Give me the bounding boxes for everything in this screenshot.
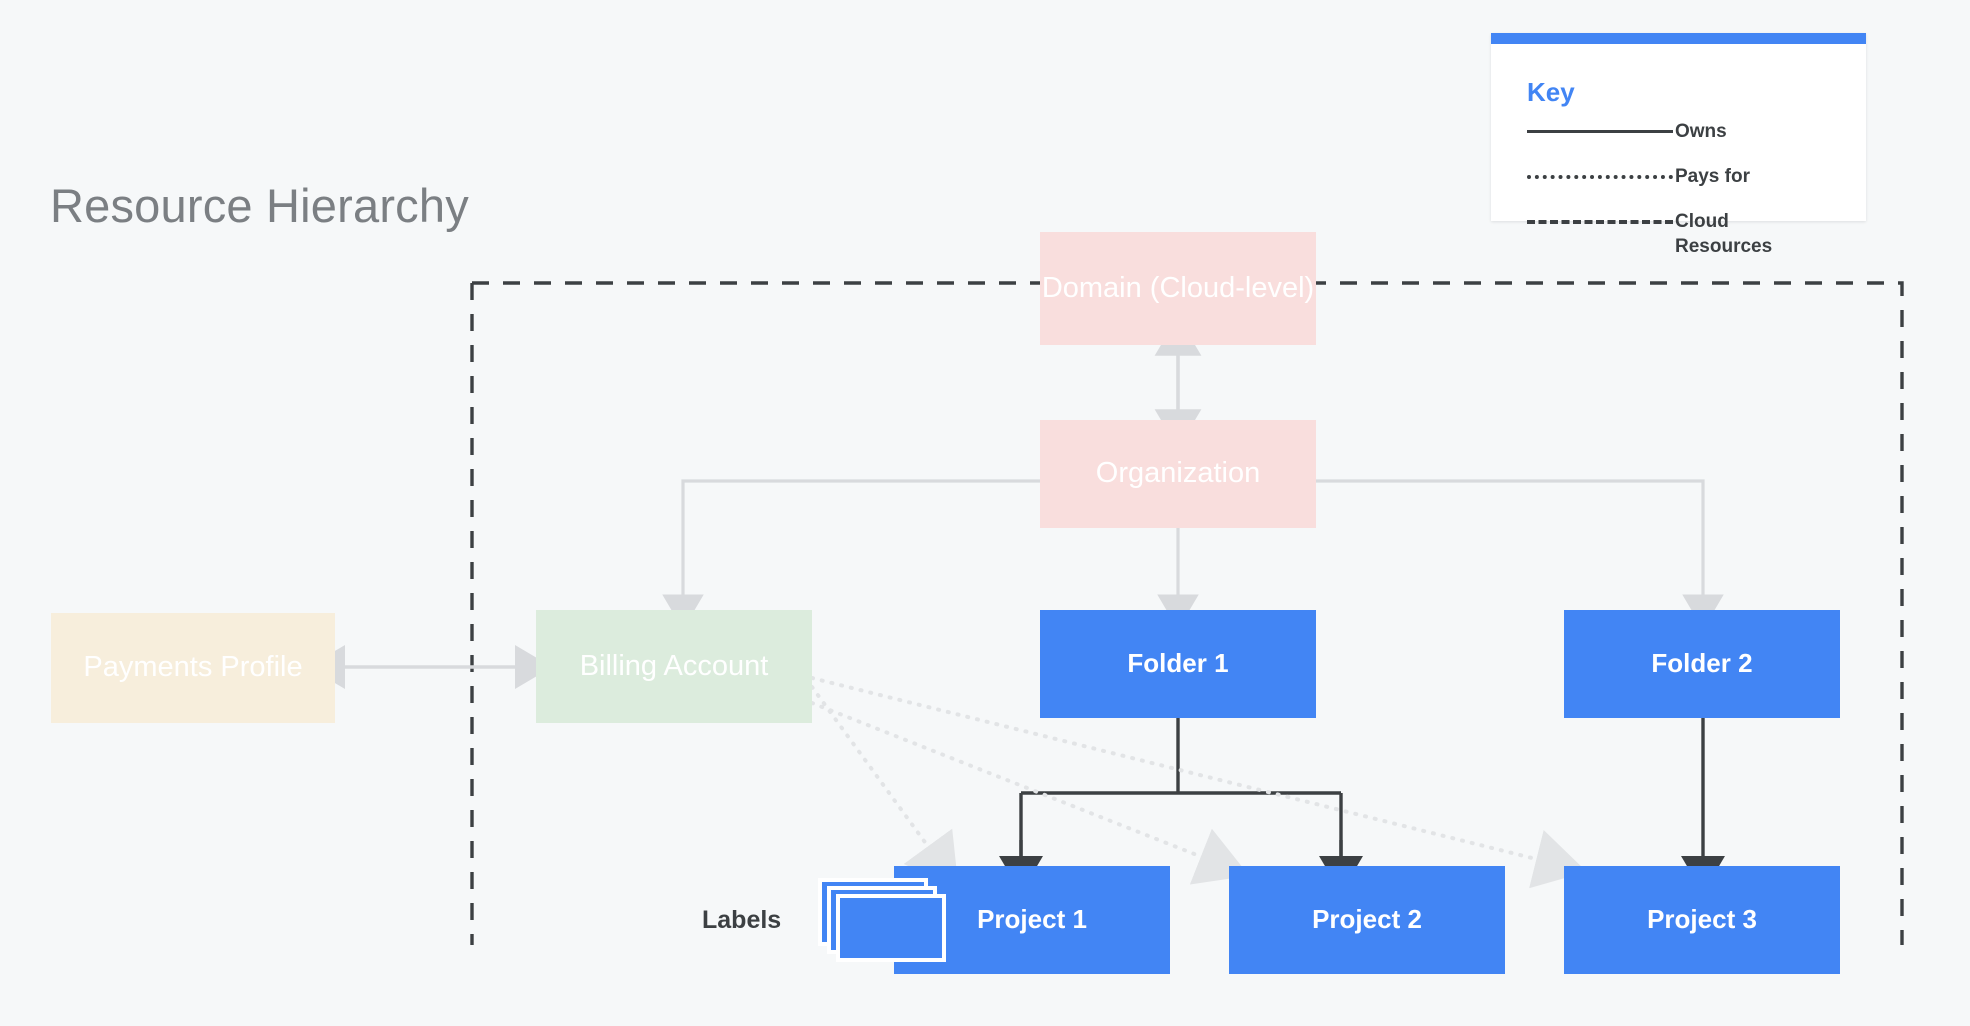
key-entry-list: Owns Pays for Cloud Resources — [1527, 119, 1847, 257]
solid-line-icon — [1527, 119, 1675, 141]
key-accent-bar — [1491, 33, 1866, 44]
edge-billing-project1 — [810, 685, 959, 889]
node-label: Payments Profile — [83, 651, 303, 684]
node-label: Project 3 — [1647, 904, 1757, 935]
node-organization[interactable]: Organization — [1040, 420, 1316, 528]
key-entry-owns: Owns — [1527, 119, 1847, 145]
dotted-line-icon — [1527, 164, 1675, 186]
node-label: Domain (Cloud-level) — [1041, 271, 1315, 304]
labels-annotation-label: Labels — [702, 906, 782, 934]
node-domain[interactable]: Domain (Cloud-level) — [1040, 232, 1316, 345]
stacked-card-front — [836, 894, 946, 962]
node-payments-profile[interactable]: Payments Profile — [51, 613, 335, 723]
node-label: Organization — [1095, 457, 1261, 490]
key-legend-card: Key Owns Pays for Cloud Resources — [1491, 33, 1866, 257]
node-folder-1[interactable]: Folder 1 — [1040, 610, 1316, 718]
node-label: Project 2 — [1312, 904, 1422, 935]
edge-folder1-projects-trunk — [1019, 718, 1343, 862]
node-label: Folder 2 — [1651, 648, 1753, 679]
stacked-cards-icon — [818, 878, 950, 962]
key-entry-label: Pays for — [1675, 166, 1750, 187]
key-entry-cloud-resources: Cloud Resources — [1527, 209, 1847, 257]
node-label: Billing Account — [579, 649, 769, 682]
node-project-3[interactable]: Project 3 — [1564, 866, 1840, 974]
key-title: Key — [1527, 77, 1575, 107]
node-label: Project 1 — [977, 904, 1087, 935]
key-entry-label: Cloud Resources — [1675, 211, 1773, 257]
key-entry-pays-for: Pays for — [1527, 164, 1847, 190]
edge-billing-project2 — [810, 701, 1250, 885]
key-entry-label: Owns — [1675, 121, 1727, 142]
node-folder-2[interactable]: Folder 2 — [1564, 610, 1840, 718]
page-title: Resource Hierarchy — [50, 179, 469, 232]
node-billing-account[interactable]: Billing Account — [536, 610, 812, 723]
node-project-2[interactable]: Project 2 — [1229, 866, 1505, 974]
dashed-line-icon — [1527, 209, 1675, 231]
node-label: Folder 1 — [1127, 648, 1229, 679]
